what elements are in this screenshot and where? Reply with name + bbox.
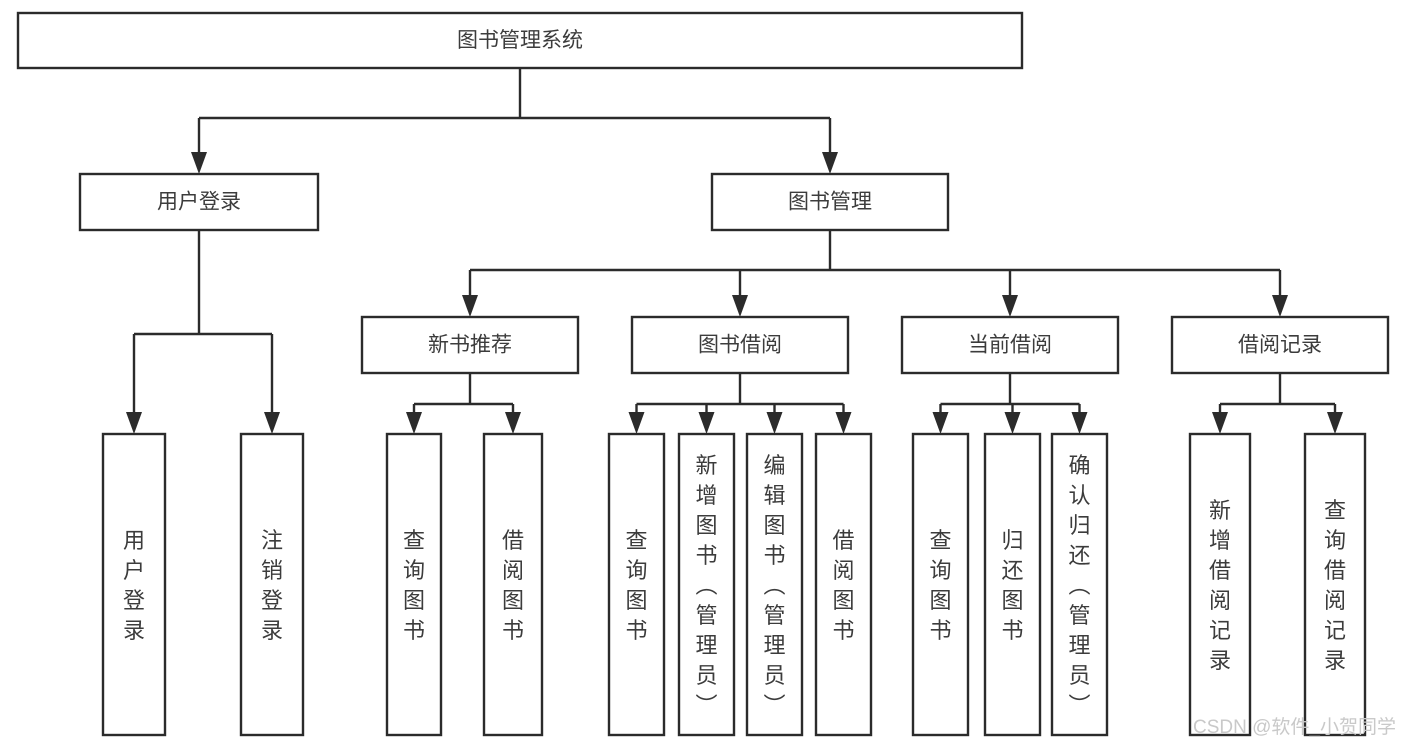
node-leaf-borrow-book-rec[interactable]: 借阅图书 bbox=[482, 432, 544, 737]
node-label: 用户登录 bbox=[157, 191, 241, 214]
node-box[interactable] bbox=[1170, 315, 1390, 375]
node-label: 归还图书 bbox=[1001, 528, 1023, 643]
arrow-head-icon bbox=[732, 295, 748, 317]
arrow-head-icon bbox=[698, 412, 715, 434]
connector-book-borrow-to-leaves bbox=[628, 373, 852, 434]
node-box[interactable] bbox=[710, 172, 950, 232]
csdn-watermark: CSDN @软件_小贺同学 bbox=[1193, 716, 1396, 738]
node-leaf-user-login[interactable]: 用户登录 bbox=[101, 432, 167, 737]
node-label: 新书推荐 bbox=[428, 334, 512, 357]
node-label: 新增借阅记录 bbox=[1209, 498, 1231, 673]
arrow-head-icon bbox=[505, 412, 521, 434]
node-leaf-query-book-rec[interactable]: 查询图书 bbox=[385, 432, 443, 737]
connector-root-to-l2 bbox=[191, 68, 838, 174]
node-current-borrow[interactable]: 当前借阅 bbox=[900, 315, 1120, 375]
connector-borrow-record-to-leaves bbox=[1212, 373, 1343, 434]
connector-current-borrow-to-leaves bbox=[932, 373, 1088, 434]
node-leaf-add-book-admin[interactable]: 新增图书︵管理员︶ bbox=[677, 432, 736, 737]
node-root[interactable]: 图书管理系统 bbox=[16, 11, 1024, 70]
node-label: 借阅图书 bbox=[832, 528, 854, 643]
node-label: 查询图书 bbox=[929, 528, 951, 643]
node-box[interactable] bbox=[911, 432, 970, 737]
node-leaf-edit-book-admin[interactable]: 编辑图书︵管理员︶ bbox=[745, 432, 804, 737]
arrow-head-icon bbox=[264, 412, 280, 434]
arrow-head-icon bbox=[1327, 412, 1343, 434]
node-book-borrow[interactable]: 图书借阅 bbox=[630, 315, 850, 375]
arrow-head-icon bbox=[628, 412, 645, 434]
node-label: 用户登录 bbox=[123, 528, 145, 643]
node-leaf-borrow-book[interactable]: 借阅图书 bbox=[814, 432, 873, 737]
connector-book-manage-to-l3 bbox=[462, 230, 1288, 317]
node-label: 图书借阅 bbox=[698, 334, 782, 357]
node-box[interactable] bbox=[482, 432, 544, 737]
arrow-head-icon bbox=[191, 152, 207, 174]
node-box[interactable] bbox=[900, 315, 1120, 375]
node-box[interactable] bbox=[1303, 432, 1367, 737]
arrow-head-icon bbox=[1071, 412, 1088, 434]
node-label: 新增图书︵管理员︶ bbox=[695, 453, 717, 718]
node-label: 借阅图书 bbox=[502, 528, 524, 643]
node-user-login[interactable]: 用户登录 bbox=[78, 172, 320, 232]
node-leaf-add-borrow-record[interactable]: 新增借阅记录 bbox=[1188, 432, 1252, 737]
arrow-head-icon bbox=[1004, 412, 1021, 434]
arrow-head-icon bbox=[1212, 412, 1228, 434]
node-leaf-query-book-borrow[interactable]: 查询图书 bbox=[607, 432, 666, 737]
arrow-head-icon bbox=[822, 152, 838, 174]
node-box[interactable] bbox=[1050, 432, 1109, 737]
node-box[interactable] bbox=[607, 432, 666, 737]
node-label: 编辑图书︵管理员︶ bbox=[763, 453, 785, 718]
arrow-head-icon bbox=[1272, 295, 1288, 317]
node-box[interactable] bbox=[1188, 432, 1252, 737]
node-label: 查询图书 bbox=[625, 528, 647, 643]
node-box[interactable] bbox=[78, 172, 320, 232]
arrow-head-icon bbox=[406, 412, 422, 434]
node-label: 图书管理 bbox=[788, 191, 872, 214]
connector-new-book-recommend-to-leaves bbox=[406, 373, 521, 434]
arrow-head-icon bbox=[932, 412, 949, 434]
node-leaf-query-book-cur[interactable]: 查询图书 bbox=[911, 432, 970, 737]
node-box[interactable] bbox=[385, 432, 443, 737]
connector-layer bbox=[126, 68, 1343, 434]
node-layer: 图书管理系统用户登录图书管理新书推荐图书借阅当前借阅借阅记录用户登录注销登录查询… bbox=[16, 11, 1390, 737]
node-box[interactable] bbox=[677, 432, 736, 737]
node-leaf-query-borrow-record[interactable]: 查询借阅记录 bbox=[1303, 432, 1367, 737]
node-leaf-user-logout[interactable]: 注销登录 bbox=[239, 432, 305, 737]
arrow-head-icon bbox=[835, 412, 852, 434]
node-book-manage[interactable]: 图书管理 bbox=[710, 172, 950, 232]
node-label: 注销登录 bbox=[261, 528, 283, 643]
arrow-head-icon bbox=[126, 412, 142, 434]
node-box[interactable] bbox=[745, 432, 804, 737]
node-label: 确认归还︵管理员︶ bbox=[1068, 453, 1090, 718]
node-label: 查询借阅记录 bbox=[1324, 498, 1346, 673]
node-label: 查询图书 bbox=[403, 528, 425, 643]
node-leaf-confirm-return-admin[interactable]: 确认归还︵管理员︶ bbox=[1050, 432, 1109, 737]
node-label: 当前借阅 bbox=[968, 334, 1052, 357]
connector-user-login-to-leaves bbox=[126, 230, 280, 434]
node-new-book-recommend[interactable]: 新书推荐 bbox=[360, 315, 580, 375]
node-box[interactable] bbox=[630, 315, 850, 375]
arrow-head-icon bbox=[462, 295, 478, 317]
node-borrow-record[interactable]: 借阅记录 bbox=[1170, 315, 1390, 375]
node-leaf-return-book[interactable]: 归还图书 bbox=[983, 432, 1042, 737]
arrow-head-icon bbox=[1002, 295, 1018, 317]
node-box[interactable] bbox=[814, 432, 873, 737]
node-label: 图书管理系统 bbox=[457, 29, 583, 52]
node-box[interactable] bbox=[360, 315, 580, 375]
node-box[interactable] bbox=[239, 432, 305, 737]
node-box[interactable] bbox=[101, 432, 167, 737]
node-label: 借阅记录 bbox=[1238, 334, 1322, 357]
node-box[interactable] bbox=[16, 11, 1024, 70]
node-box[interactable] bbox=[983, 432, 1042, 737]
arrow-head-icon bbox=[766, 412, 783, 434]
